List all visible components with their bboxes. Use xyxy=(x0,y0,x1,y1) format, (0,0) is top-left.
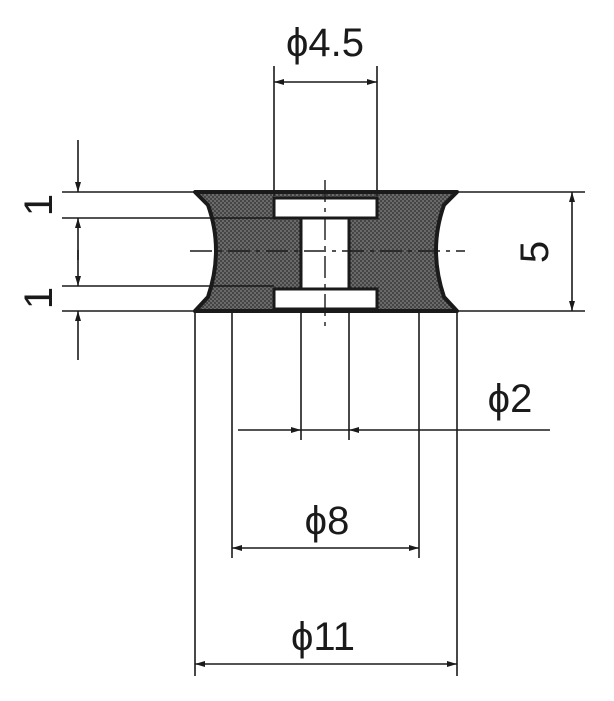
bottom-flange-thickness-label: 1 xyxy=(17,287,61,309)
total-height-label: 5 xyxy=(513,241,557,263)
outer-diameter-label: ϕ11 xyxy=(291,615,355,659)
dim-total-height: 5 xyxy=(457,191,585,312)
dim-groove-diameter: ϕ8 xyxy=(232,499,419,551)
dim-flange-thickness: 1 1 xyxy=(17,140,274,360)
groove-diameter-label: ϕ8 xyxy=(305,499,350,543)
dim-bore-diameter: ϕ4.5 xyxy=(273,21,378,196)
dim-outer-diameter: ϕ11 xyxy=(195,615,457,667)
hub-diameter-label: ϕ2 xyxy=(488,377,533,421)
pulley-section xyxy=(190,180,465,330)
top-flange-thickness-label: 1 xyxy=(17,194,61,216)
dim-hub-diameter: ϕ2 xyxy=(238,377,550,433)
extension-lines xyxy=(194,311,458,676)
bore-diameter-label: ϕ4.5 xyxy=(286,21,364,65)
